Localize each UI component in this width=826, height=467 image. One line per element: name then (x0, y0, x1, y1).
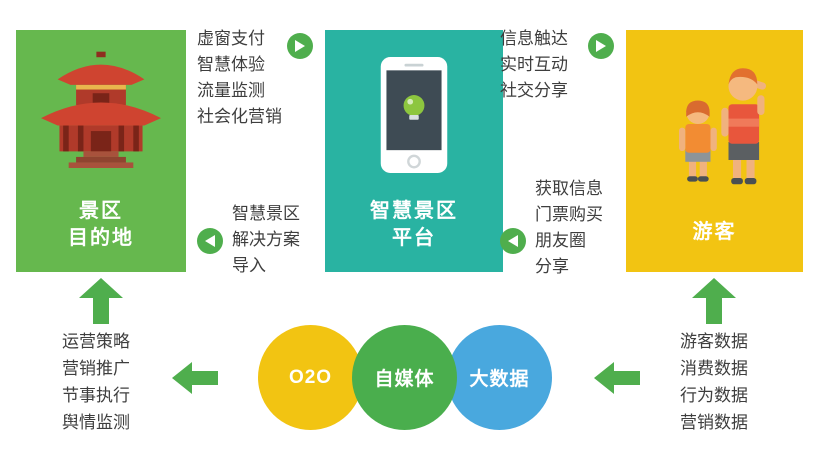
flow-line: 获取信息 (535, 179, 603, 198)
arrow-left-icon (172, 362, 218, 394)
operations-text-block: 运营策略 营销推广 节事执行 舆情监测 (62, 328, 130, 436)
arrow-up-icon (692, 278, 736, 324)
arrow-left-icon (594, 362, 640, 394)
flow-line: 朋友圈 (535, 231, 586, 250)
flow-line: 智慧体验 (197, 55, 265, 74)
text-line: 舆情监测 (62, 413, 130, 432)
arrow-right-icon (287, 33, 313, 59)
text-line: 营销数据 (680, 413, 748, 432)
data-text-block: 游客数据 消费数据 行为数据 营销数据 (680, 328, 748, 436)
flow-line: 实时互动 (500, 55, 568, 74)
venn-circle-self-media: 自媒体 (352, 325, 457, 430)
triangle-left (508, 235, 518, 247)
venn-label: 自媒体 (374, 369, 435, 390)
tourist-title: 游客 (626, 219, 803, 246)
lightbulb-icon (403, 95, 425, 120)
flow-line: 社交分享 (500, 81, 568, 100)
venn-label: 大数据 (469, 369, 530, 390)
tourist-box: 游客 (626, 30, 803, 272)
triangle-right (596, 40, 606, 52)
destination-box: 景区 目的地 (16, 30, 186, 272)
text-line: 游客数据 (680, 332, 748, 351)
flow-platform-to-tourist: 信息触达 实时互动 社交分享 (500, 26, 568, 104)
flow-line: 信息触达 (500, 29, 568, 48)
flow-tourist-to-platform: 获取信息 门票购买 朋友圈 分享 (535, 176, 603, 280)
venn-circle-o2o: O2O (258, 325, 363, 430)
platform-box: 智慧景区 平台 (325, 30, 503, 272)
venn-label: O2O (288, 366, 333, 388)
flow-line: 导入 (232, 256, 266, 275)
text-line: 营销推广 (62, 359, 130, 378)
arrow-right-icon (588, 33, 614, 59)
platform-title-line: 平台 (392, 227, 436, 249)
flow-line: 解决方案 (232, 230, 300, 249)
arrow-up-icon (79, 278, 123, 324)
flow-destination-to-platform: 虚窗支付 智慧体验 流量监测 社会化营销 (197, 26, 282, 130)
tourists-icon (678, 68, 766, 185)
triangle-left (205, 235, 215, 247)
arrow-left-icon (500, 228, 526, 254)
venn-circle-big-data: 大数据 (447, 325, 552, 430)
smartphone-icon (380, 57, 448, 173)
text-line: 节事执行 (62, 386, 130, 405)
temple-icon (41, 51, 161, 168)
triangle-right (295, 40, 305, 52)
destination-title-line: 景区 (79, 200, 123, 222)
platform-title-line: 智慧景区 (370, 200, 458, 222)
destination-title: 景区 目的地 (16, 198, 186, 252)
flow-line: 社会化营销 (197, 107, 282, 126)
text-line: 消费数据 (680, 359, 748, 378)
arrow-left-icon (197, 228, 223, 254)
platform-title: 智慧景区 平台 (325, 198, 503, 252)
destination-title-line: 目的地 (68, 227, 134, 249)
flow-line: 门票购买 (535, 205, 603, 224)
tourist-title-line: 游客 (692, 221, 737, 243)
flow-line: 分享 (535, 257, 569, 276)
flow-line: 智慧景区 (232, 204, 300, 223)
flow-line: 流量监测 (197, 81, 265, 100)
text-line: 运营策略 (62, 332, 130, 351)
flow-platform-to-destination: 智慧景区 解决方案 导入 (232, 201, 300, 279)
flow-line: 虚窗支付 (197, 29, 265, 48)
text-line: 行为数据 (680, 386, 748, 405)
